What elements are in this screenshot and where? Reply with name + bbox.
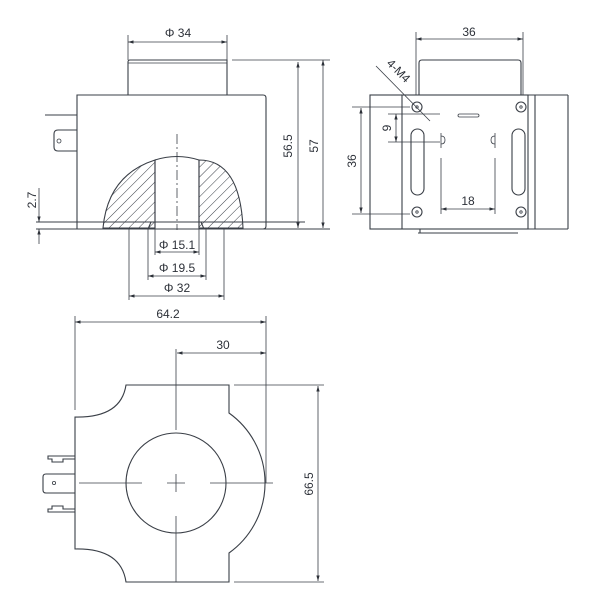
mount-hole xyxy=(411,101,423,113)
dim-overall-width: 64.2 xyxy=(156,307,180,321)
dim-slot-offset: 9 xyxy=(380,124,394,131)
terminal-tab xyxy=(42,473,75,494)
dim-bore-d3: Φ 32 xyxy=(164,281,191,295)
section-hatch-left xyxy=(102,159,156,229)
dim-height-total: 57 xyxy=(307,139,321,153)
side-view: 36 4-M4 9 36 18 xyxy=(345,25,569,234)
slot xyxy=(410,128,425,196)
cap-outline xyxy=(418,59,522,95)
terminal-tab xyxy=(53,129,77,152)
dim-overall-height: 66.5 xyxy=(302,472,316,496)
bottom-view: 64.2 30 66.5 xyxy=(42,307,324,583)
dim-base-offset: 2.7 xyxy=(25,191,39,208)
terminal-pin xyxy=(47,455,75,463)
dim-hole-spacing-v: 36 xyxy=(345,154,359,168)
section-hatch-right xyxy=(198,159,244,229)
dim-top-diameter: Φ 34 xyxy=(165,26,192,40)
dim-terminal-spacing: 18 xyxy=(461,194,475,208)
dim-thread: 4-M4 xyxy=(384,56,413,85)
slot xyxy=(511,128,526,196)
mount-hole xyxy=(515,101,527,113)
dim-height-inner: 56.5 xyxy=(281,134,295,158)
terminal-pin xyxy=(47,505,75,513)
body-outline xyxy=(369,94,529,230)
mount-hole xyxy=(515,206,527,218)
front-view: Φ 34 56.5 57 2.7 Φ 15.1 Φ 19.5 Φ 32 xyxy=(25,26,330,300)
dim-bore-d1: Φ 15.1 xyxy=(159,238,196,252)
dim-top-width: 36 xyxy=(462,25,476,39)
dim-bore-d2: Φ 19.5 xyxy=(159,261,196,275)
housing-outline xyxy=(74,384,266,583)
mount-hole xyxy=(411,206,423,218)
dim-center-offset: 30 xyxy=(216,338,230,352)
coil-cap-outline xyxy=(127,59,228,95)
